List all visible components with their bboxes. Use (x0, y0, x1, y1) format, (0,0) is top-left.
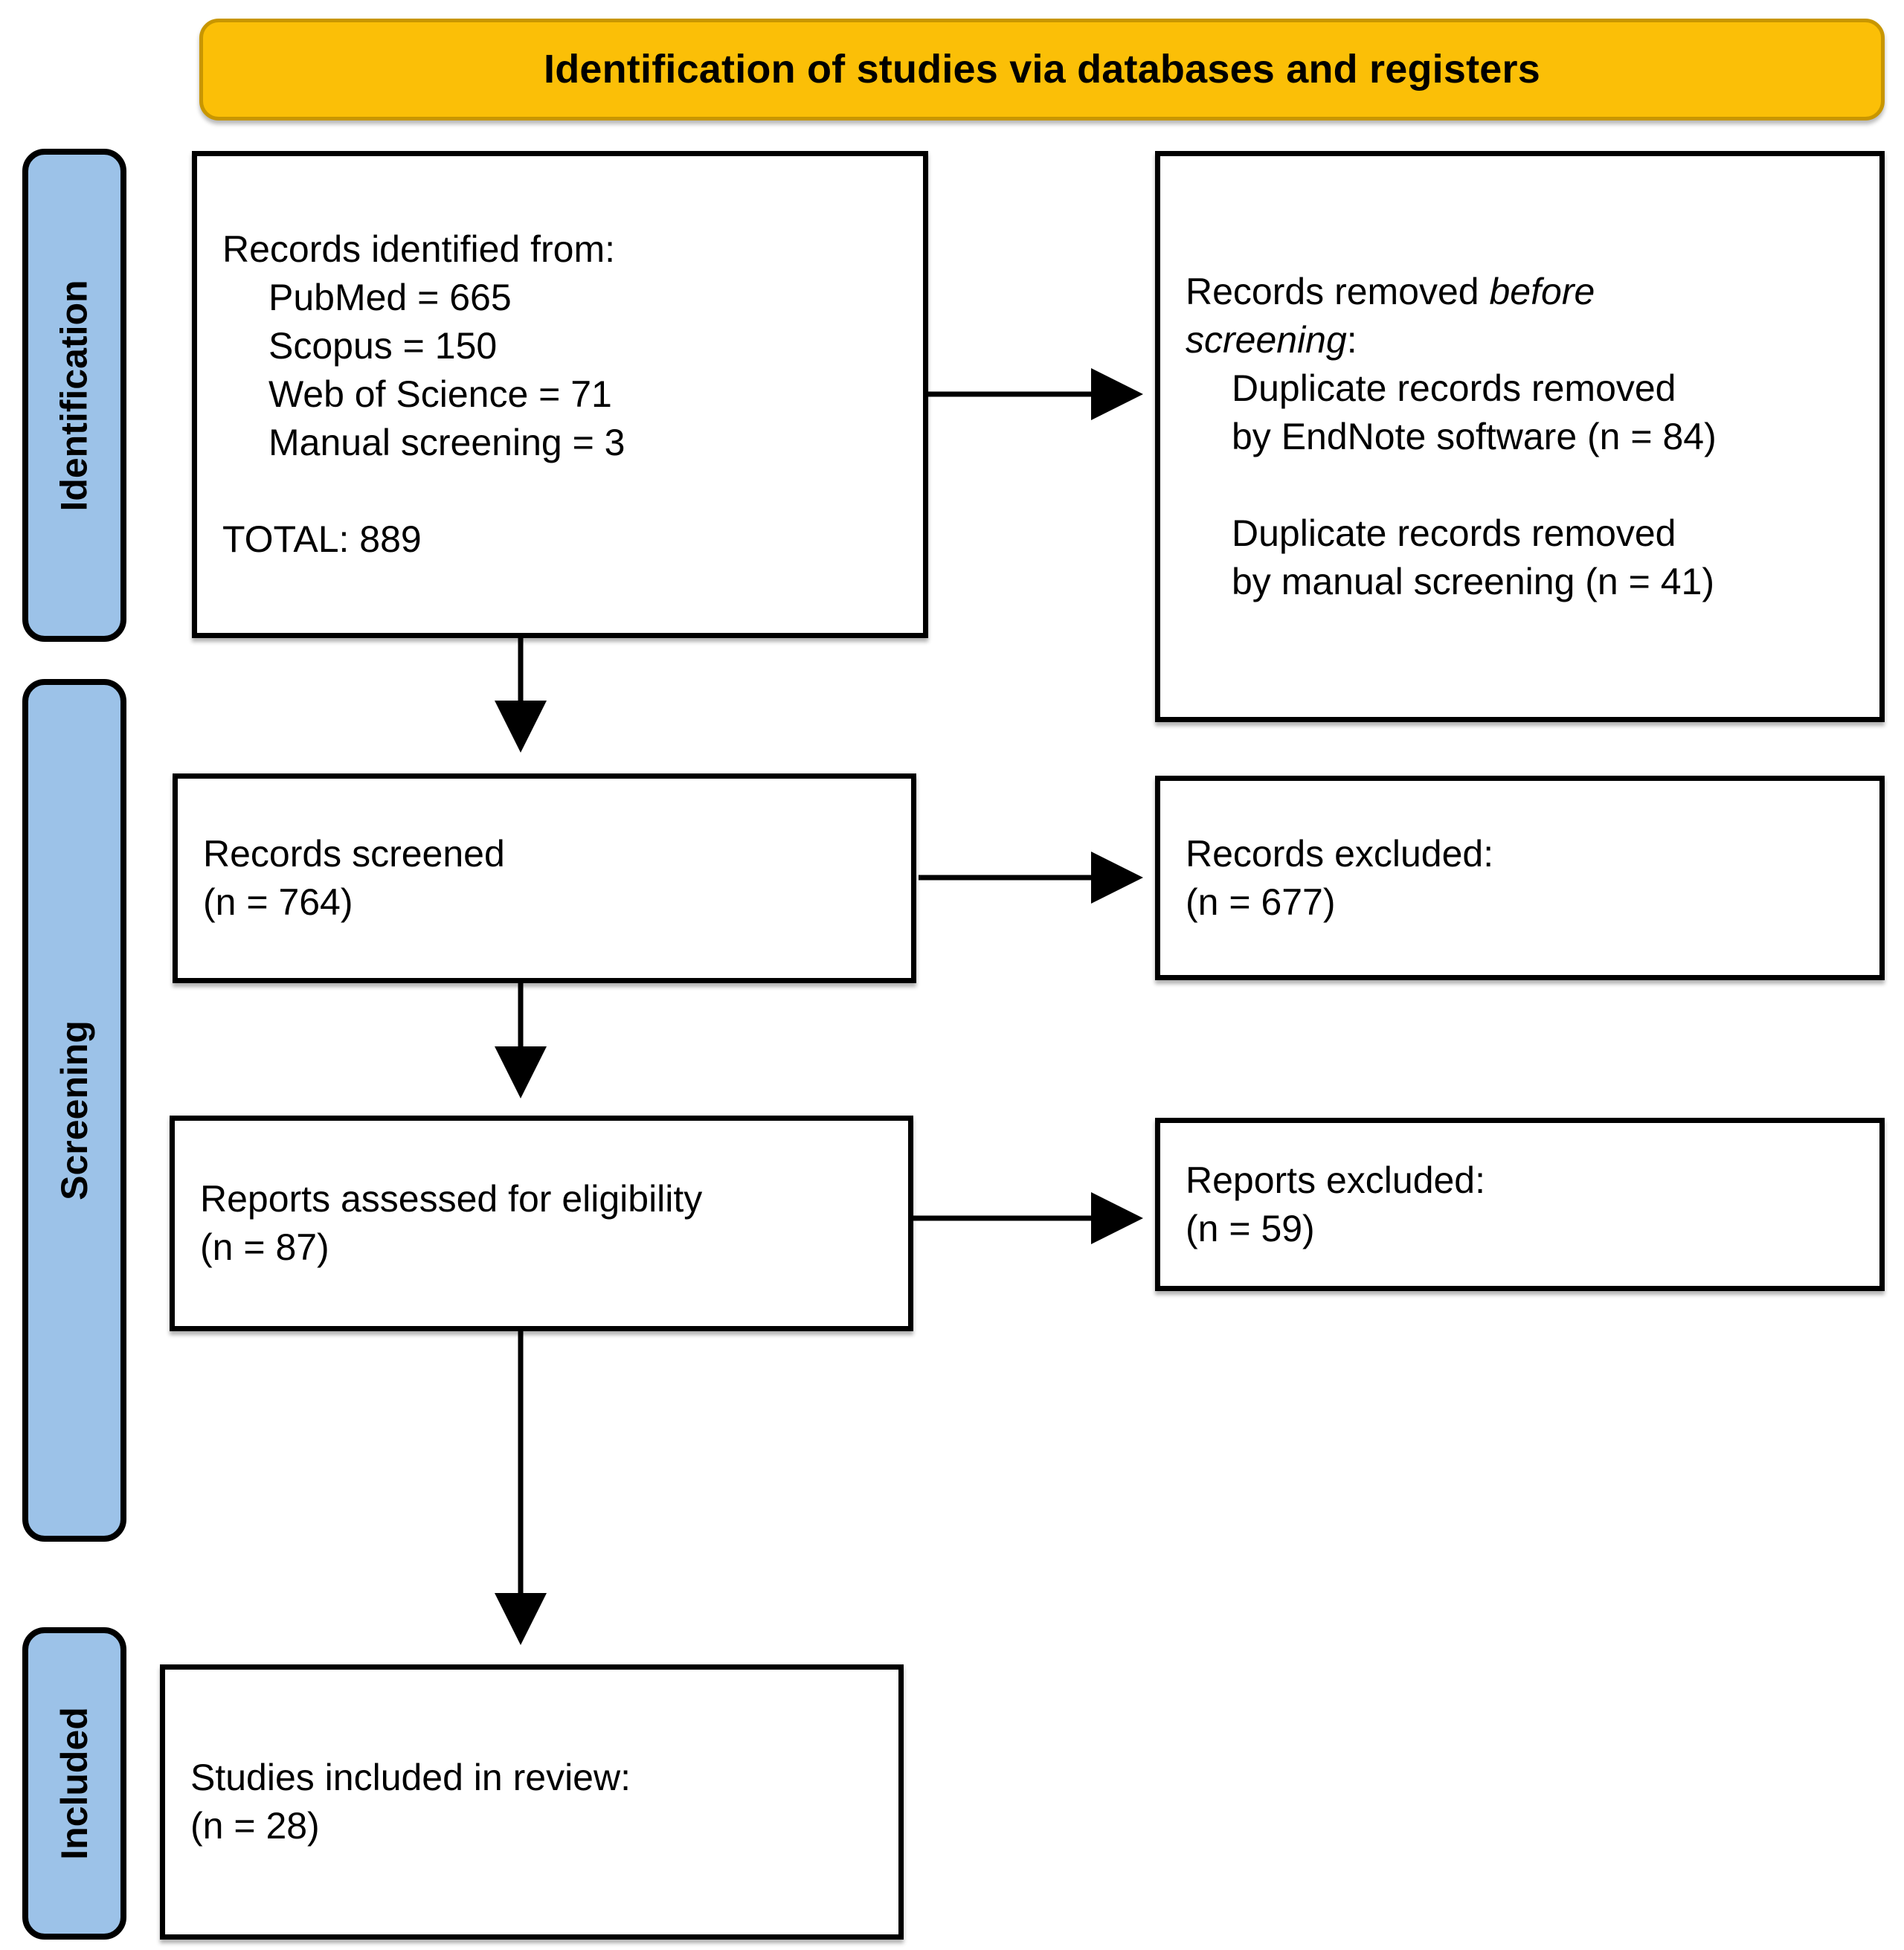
stage-tab-identification: Identification (22, 149, 126, 642)
box-reports-assessed: Reports assessed for eligibility (n = 87… (170, 1116, 913, 1331)
box-records-identified: Records identified from: PubMed = 665 Sc… (192, 151, 928, 638)
records-identified-line-1: PubMed = 665 (268, 277, 512, 318)
phase-banner-label: Identification of studies via databases … (544, 46, 1540, 91)
reports-assessed-line-0: Reports assessed for eligibility (200, 1178, 703, 1220)
records-removed-line-3: by EndNote software (n = 84) (1232, 415, 1717, 457)
records-screened-line-1: (n = 764) (203, 881, 353, 923)
records-removed-line-1: screening: (1186, 316, 1854, 364)
box-records-screened: Records screened (n = 764) (173, 773, 916, 983)
records-removed-line-2: Duplicate records removed (1232, 367, 1676, 409)
stage-tab-included-label: Included (54, 1707, 96, 1860)
records-removed-line-0: Records removed before (1186, 268, 1854, 316)
records-identified-line-3: Web of Science = 71 (268, 373, 612, 415)
reports-excluded-line-1: (n = 59) (1186, 1207, 1315, 1249)
studies-included-line-1: (n = 28) (190, 1805, 320, 1847)
box-studies-included: Studies included in review: (n = 28) (160, 1664, 904, 1940)
records-removed-line-6: by manual screening (n = 41) (1232, 560, 1714, 602)
reports-assessed-line-1: (n = 87) (200, 1226, 329, 1268)
records-identified-line-total: TOTAL: 889 (222, 518, 422, 560)
records-removed-lead: Records removed (1186, 270, 1490, 312)
studies-included-line-0: Studies included in review: (190, 1757, 631, 1798)
box-records-removed: Records removed before screening: Duplic… (1155, 151, 1885, 722)
stage-tab-screening: Screening (22, 679, 126, 1542)
records-identified-line-0: Records identified from: (222, 228, 616, 270)
reports-excluded-line-0: Reports excluded: (1186, 1159, 1486, 1201)
phase-banner-identification: Identification of studies via databases … (199, 19, 1885, 120)
records-removed-italic-screening: screening (1186, 318, 1347, 361)
box-records-excluded: Records excluded: (n = 677) (1155, 776, 1885, 980)
stage-tab-included: Included (22, 1627, 126, 1940)
records-identified-line-4: Manual screening = 3 (268, 422, 625, 463)
stage-tab-identification-label: Identification (54, 279, 96, 512)
records-excluded-line-1: (n = 677) (1186, 881, 1336, 923)
box-reports-excluded: Reports excluded: (n = 59) (1155, 1118, 1885, 1291)
records-removed-colon: : (1346, 318, 1357, 361)
stage-tab-screening-label: Screening (54, 1020, 95, 1200)
records-removed-italic-before: before (1489, 270, 1595, 312)
records-identified-line-2: Scopus = 150 (268, 325, 498, 367)
records-removed-line-5: Duplicate records removed (1232, 512, 1676, 554)
records-excluded-line-0: Records excluded: (1186, 832, 1494, 875)
records-screened-line-0: Records screened (203, 833, 505, 875)
